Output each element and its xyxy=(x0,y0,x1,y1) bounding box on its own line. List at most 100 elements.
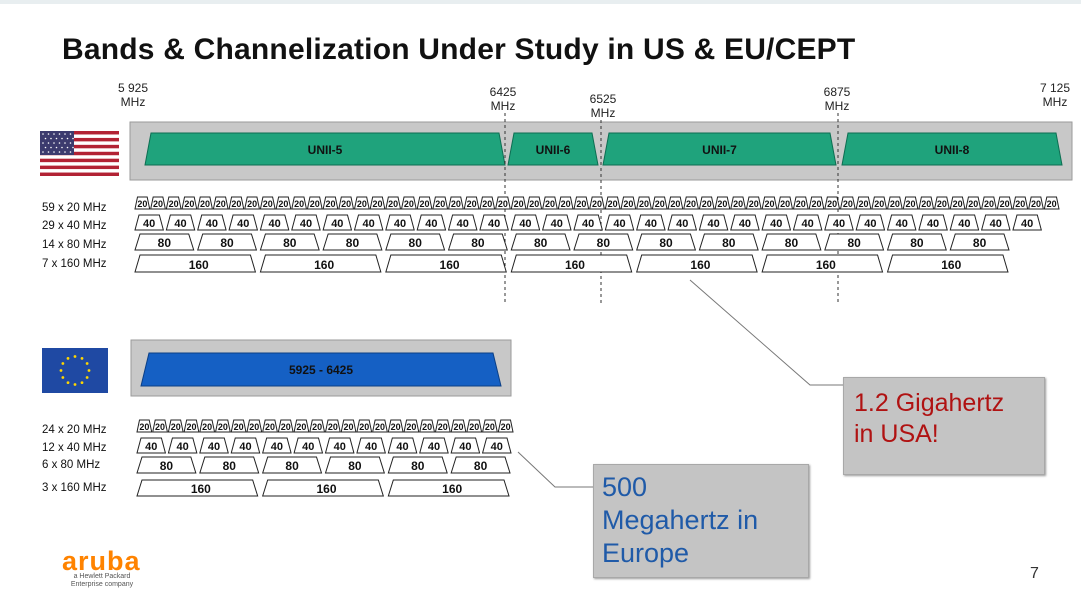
us-ch40-label: 40 xyxy=(519,218,531,230)
eu-ch80-1 xyxy=(136,456,197,474)
us-ch80-label: 80 xyxy=(910,236,924,250)
us-ch20-label: 20 xyxy=(859,199,869,209)
us-ch40-label: 40 xyxy=(707,218,719,230)
eu-ch80-label: 80 xyxy=(474,459,488,473)
us-ch20-label: 20 xyxy=(310,199,320,209)
us-ch40-label: 40 xyxy=(174,218,186,230)
us-ch20-4 xyxy=(181,196,198,210)
us-ch80-1 xyxy=(134,233,195,251)
us-ch40-label: 40 xyxy=(300,218,312,230)
us-ch20-26 xyxy=(526,196,543,210)
us-ch40-label: 40 xyxy=(1021,218,1033,230)
us-ch20-label: 20 xyxy=(890,199,900,209)
us-ch20-label: 20 xyxy=(796,199,806,209)
us-ch80-label: 80 xyxy=(722,236,736,250)
eu-ch40-1 xyxy=(136,437,167,454)
eu-ch80-5 xyxy=(387,456,448,474)
us-ch20-19 xyxy=(416,196,433,210)
us-ch80-label: 80 xyxy=(471,236,485,250)
us-ch80-label: 80 xyxy=(283,236,297,250)
us-ch80-label: 80 xyxy=(848,236,862,250)
europe-callout-line: Europe xyxy=(602,538,690,568)
us-band-5 xyxy=(144,132,506,166)
eu-ch40-2 xyxy=(167,437,198,454)
us-ch20-label: 20 xyxy=(341,199,351,209)
us-ch20-50 xyxy=(902,196,919,210)
eu-ch40-3 xyxy=(199,437,229,454)
us-ch20-12 xyxy=(306,196,323,210)
eu-ch20-7 xyxy=(230,419,247,433)
eu-ch20-9 xyxy=(262,419,278,433)
us-ch20-13 xyxy=(322,196,339,210)
us-ch40-8 xyxy=(353,214,384,231)
us-ch40-label: 40 xyxy=(394,218,406,230)
us-ch40-4 xyxy=(228,214,259,231)
us-ch20-label: 20 xyxy=(482,199,492,209)
us-ch20-label: 20 xyxy=(749,199,759,209)
freq-label-6425: 6425 MHz xyxy=(478,85,528,113)
us-ch40-label: 40 xyxy=(896,218,908,230)
aruba-logo: aruba xyxy=(62,546,141,576)
us-ch20-17 xyxy=(385,196,402,210)
us-ch20-59 xyxy=(1043,196,1060,210)
us-ch20-15 xyxy=(353,196,370,210)
us-ch80-label: 80 xyxy=(534,236,548,250)
us-ch20-label: 20 xyxy=(811,199,821,209)
us-ch40-21 xyxy=(761,214,792,231)
us-ch40-17 xyxy=(636,214,666,231)
eu-ch40-label: 40 xyxy=(334,441,346,453)
us-ch20-label: 20 xyxy=(827,199,837,209)
freq-value: 6425 xyxy=(489,85,517,99)
us-ch20-label: 20 xyxy=(874,199,884,209)
us-ch40-label: 40 xyxy=(864,218,876,230)
eu-band-5925-6425 xyxy=(140,352,502,387)
us-ch20-label: 20 xyxy=(467,199,477,209)
us-ch20-label: 20 xyxy=(404,199,414,209)
us-ch40-10 xyxy=(416,214,447,231)
eu-ch20-4 xyxy=(183,419,200,433)
eu-ch160-label: 160 xyxy=(442,482,462,496)
us-ch20-1 xyxy=(134,196,151,210)
us-ch20-label: 20 xyxy=(592,199,602,209)
us-ch80-7 xyxy=(510,233,571,251)
us-ch20-29 xyxy=(573,196,590,210)
eu-ch20-20 xyxy=(434,419,451,433)
eu-ch20-label: 20 xyxy=(391,422,401,432)
top-rule xyxy=(0,0,1081,4)
eu-ch20-3 xyxy=(167,419,184,433)
us-ch20-20 xyxy=(432,196,449,210)
us-band-8 xyxy=(841,132,1063,166)
us-ch20-label: 20 xyxy=(420,199,430,209)
us-ch20-label: 20 xyxy=(169,199,179,209)
europe-callout-line: Megahertz in xyxy=(602,505,759,535)
us-ch20-27 xyxy=(542,196,558,210)
eu-ch20-label: 20 xyxy=(359,422,369,432)
us-ch20-39 xyxy=(730,196,747,210)
us-ch80-12 xyxy=(824,233,885,251)
us-ch80-13 xyxy=(886,233,947,251)
us-ch40-27 xyxy=(949,214,980,231)
us-ch20-43 xyxy=(792,196,809,210)
us-row-label-160: 7 x 160 MHz xyxy=(42,258,107,270)
eu-ch40-label: 40 xyxy=(459,441,471,453)
us-ch20-label: 20 xyxy=(655,199,665,209)
us-ch20-9 xyxy=(259,196,276,210)
us-ch20-36 xyxy=(683,196,700,210)
us-ch160-1 xyxy=(134,254,257,273)
eu-ch40-label: 40 xyxy=(491,441,503,453)
us-ch160-label: 160 xyxy=(189,258,209,272)
eu-ch160-2 xyxy=(261,479,385,497)
us-ch20-label: 20 xyxy=(984,199,994,209)
us-ch80-5 xyxy=(385,233,446,251)
eu-ch20-22 xyxy=(466,419,483,433)
logo-sub-line: a Hewlett Packard xyxy=(73,573,131,580)
us-ch20-10 xyxy=(275,196,292,210)
eu-ch20-label: 20 xyxy=(312,422,322,432)
eu-ch20-8 xyxy=(246,419,263,433)
us-ch40-label: 40 xyxy=(551,218,563,230)
us-ch80-11 xyxy=(761,233,822,251)
eu-ch20-21 xyxy=(450,419,467,433)
eu-ch20-label: 20 xyxy=(296,422,306,432)
us-ch20-28 xyxy=(557,196,574,210)
us-ch20-label: 20 xyxy=(498,199,508,209)
